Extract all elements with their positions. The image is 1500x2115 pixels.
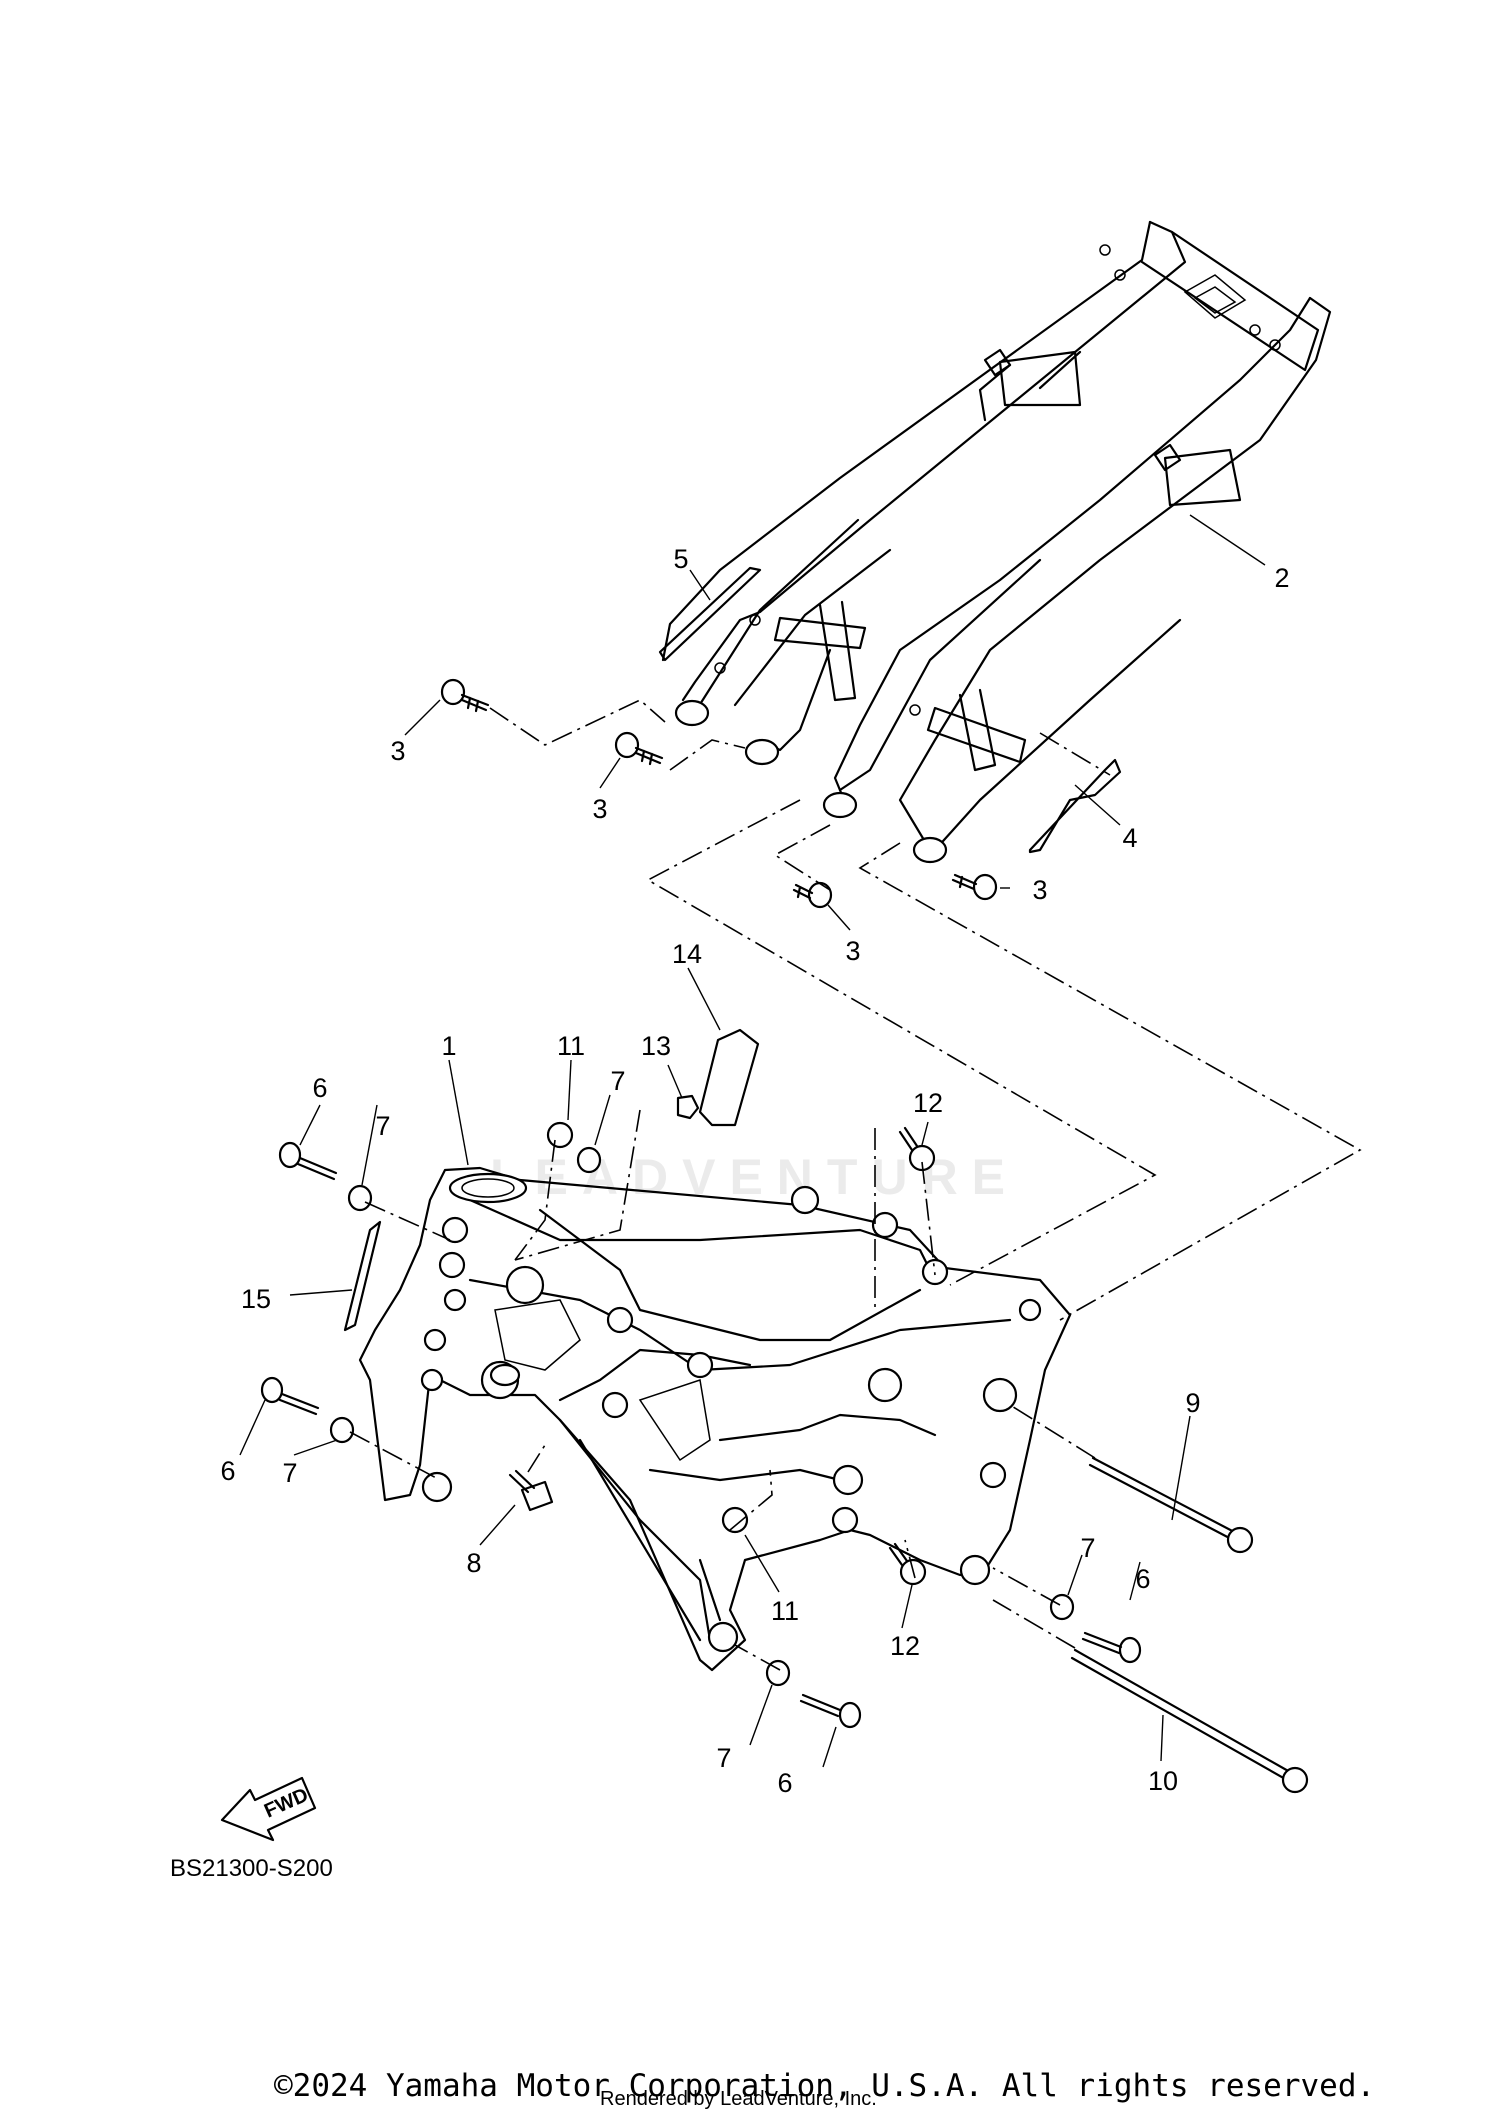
callout-7: 7 xyxy=(716,1743,731,1773)
plate-part-4 xyxy=(1028,758,1122,854)
washer-part-7-b xyxy=(329,1416,355,1444)
fwd-arrow: FWD xyxy=(220,1776,317,1842)
callout-11: 11 xyxy=(557,1031,585,1061)
bolt-part-6-b xyxy=(260,1376,320,1416)
bolt-part-6-a xyxy=(278,1141,338,1181)
callout-12: 12 xyxy=(890,1631,920,1661)
diagram-code: BS21300-S200 xyxy=(170,1855,333,1882)
callout-11: 11 xyxy=(771,1596,799,1626)
washer-part-7-a xyxy=(347,1184,373,1212)
leader-lines xyxy=(239,514,1266,1768)
bolt-part-9 xyxy=(1088,1456,1254,1554)
copyright-text: ©2024 Yamaha Motor Corporation, U.S.A. A… xyxy=(274,2068,1376,2104)
plate-part-5 xyxy=(658,566,762,662)
callout-7: 7 xyxy=(375,1111,390,1141)
callout-15: 15 xyxy=(241,1284,271,1314)
callout-3: 3 xyxy=(592,794,607,824)
callout-6: 6 xyxy=(1135,1564,1150,1594)
washer-part-7-e xyxy=(765,1659,791,1687)
bolt-part-3-a xyxy=(440,678,490,713)
bolt-part-3-d xyxy=(951,873,998,901)
callout-9: 9 xyxy=(1185,1388,1200,1418)
label-part-14 xyxy=(698,1028,760,1127)
callout-4: 4 xyxy=(1122,823,1137,853)
callout-7: 7 xyxy=(610,1066,625,1096)
bolt-part-3-b xyxy=(614,731,664,766)
main-frame xyxy=(358,1166,1072,1672)
callout-6: 6 xyxy=(312,1073,327,1103)
plate-part-15 xyxy=(343,1220,382,1332)
rendered-by-text: Rendered by LeadVenture, Inc. xyxy=(600,2088,877,2110)
bolt-part-6-c xyxy=(1081,1631,1142,1664)
washer-part-7-d xyxy=(1049,1593,1075,1621)
rear-subframe xyxy=(661,220,1332,864)
callout-5: 5 xyxy=(673,544,688,574)
callout-3: 3 xyxy=(845,936,860,966)
callout-labels: 1 2 3 3 3 3 4 5 6 6 6 6 7 7 7 7 7 8 9 10… xyxy=(220,544,1289,1798)
callout-13: 13 xyxy=(641,1031,671,1061)
callout-3: 3 xyxy=(390,736,405,766)
washer-part-7-c xyxy=(576,1146,602,1174)
nut-part-11-a xyxy=(546,1121,574,1149)
bolt-part-10 xyxy=(1070,1648,1309,1794)
callout-8: 8 xyxy=(466,1548,481,1578)
callout-7: 7 xyxy=(1080,1533,1095,1563)
callout-14: 14 xyxy=(672,939,702,969)
nut-part-11-b xyxy=(721,1506,749,1534)
callout-7: 7 xyxy=(282,1458,297,1488)
assembly-lines xyxy=(349,699,1362,1671)
callout-2: 2 xyxy=(1274,563,1289,593)
nut-part-13 xyxy=(676,1094,700,1120)
callout-6: 6 xyxy=(220,1456,235,1486)
bolt-part-8 xyxy=(508,1469,554,1512)
bolt-part-6-d xyxy=(799,1693,862,1729)
callout-6: 6 xyxy=(777,1768,792,1798)
callout-12: 12 xyxy=(913,1088,943,1118)
callout-1: 1 xyxy=(441,1031,456,1061)
callout-3: 3 xyxy=(1032,875,1047,905)
bolt-part-12-a xyxy=(898,1126,936,1172)
callout-10: 10 xyxy=(1148,1766,1178,1796)
